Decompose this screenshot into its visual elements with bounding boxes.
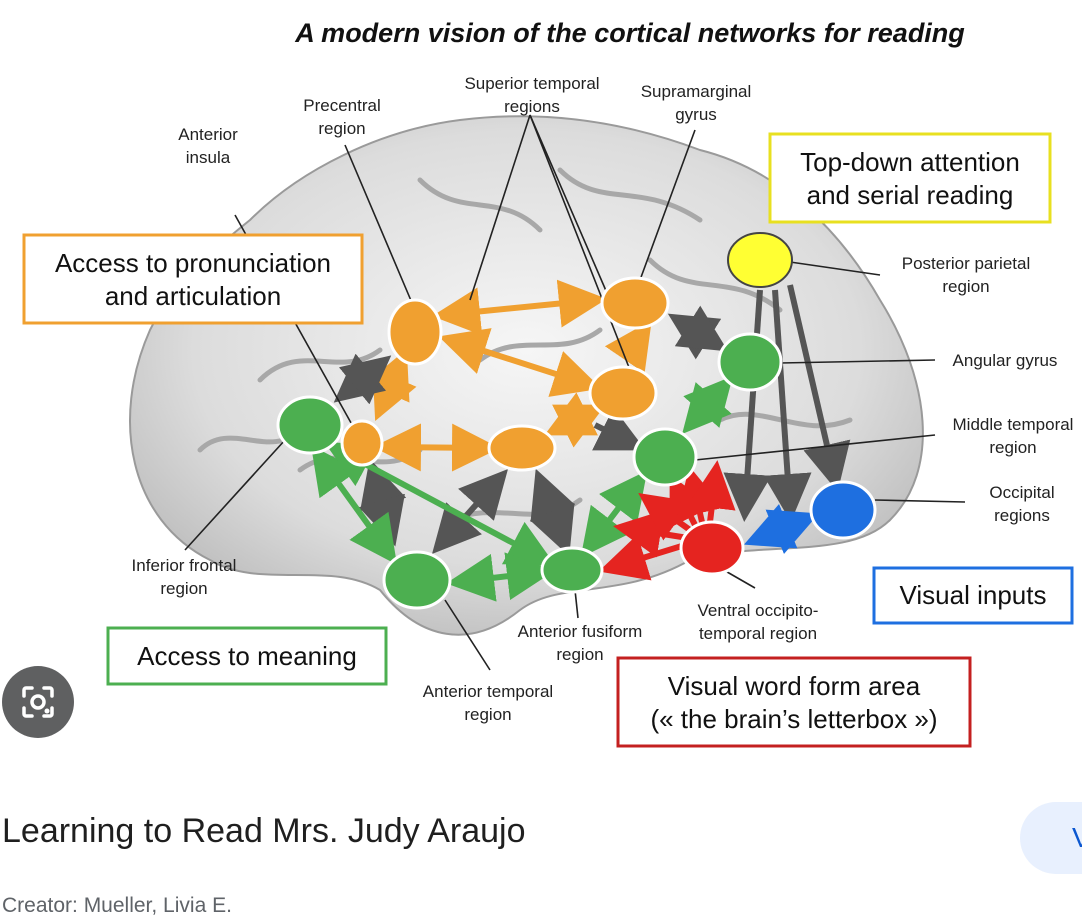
lens-search-button[interactable] <box>2 666 74 738</box>
creator-credit: Creator: Mueller, Livia E. <box>2 894 232 917</box>
middle-superior-temporal-node <box>487 424 557 472</box>
box-visual-inputs: Visual inputs <box>872 566 1074 625</box>
visit-label: V <box>1072 822 1082 853</box>
supramarginal-node <box>600 276 670 330</box>
result-title[interactable]: Learning to Read Mrs. Judy Araujo <box>2 812 526 850</box>
inferior-frontal-node <box>276 395 344 455</box>
posterior-parietal-node <box>727 232 793 288</box>
figure-title: A modern vision of the cortical networks… <box>294 18 965 48</box>
lens-icon <box>22 686 54 718</box>
label-angular-gyrus: Angular gyrus <box>953 351 1058 370</box>
occipital-node <box>809 480 877 540</box>
visit-button[interactable]: V <box>1020 802 1082 874</box>
precentral-node <box>387 298 443 366</box>
superior-temporal-node <box>588 365 658 421</box>
anterior-temporal-node <box>382 550 452 610</box>
brain-network-figure[interactable]: A modern vision of the cortical networks… <box>0 0 1082 770</box>
middle-temporal-node <box>632 427 698 487</box>
vwfa-node <box>679 520 745 576</box>
box-meaning: Access to meaning <box>106 626 388 686</box>
svg-text:Visual word form area(« the br: Visual word form area(« the brain’s lett… <box>650 671 937 734</box>
svg-text:Access to meaning: Access to meaning <box>137 641 357 671</box>
angular-gyrus-node <box>717 332 783 392</box>
anterior-fusiform-node <box>540 546 604 594</box>
box-vwfa: Visual word form area(« the brain’s lett… <box>616 656 972 748</box>
anterior-insula-node <box>340 419 384 467</box>
svg-text:Visual inputs: Visual inputs <box>900 580 1047 610</box>
label-ventral-occipito-temporal: Ventral occipito-temporal region <box>698 601 819 643</box>
